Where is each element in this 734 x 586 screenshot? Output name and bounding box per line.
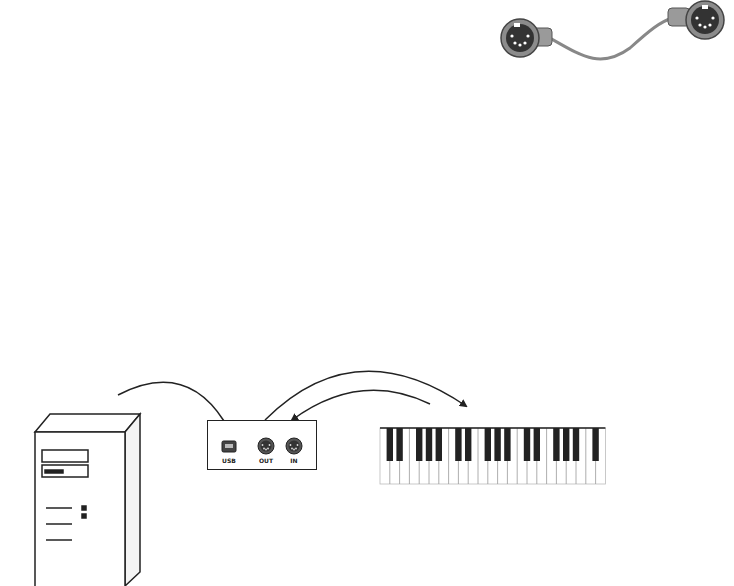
midi-in-arrow (292, 390, 430, 420)
piano-keyboard (380, 428, 605, 484)
computer-tower (35, 414, 140, 586)
usb-cable (118, 382, 224, 421)
midi-interface-box: USB OUT IN (207, 420, 317, 470)
midi-out-arrow (265, 371, 466, 420)
port-label: USB (222, 458, 236, 464)
midi-cable (501, 1, 724, 59)
port-label: IN (290, 458, 297, 464)
port-label: OUT (259, 458, 273, 464)
